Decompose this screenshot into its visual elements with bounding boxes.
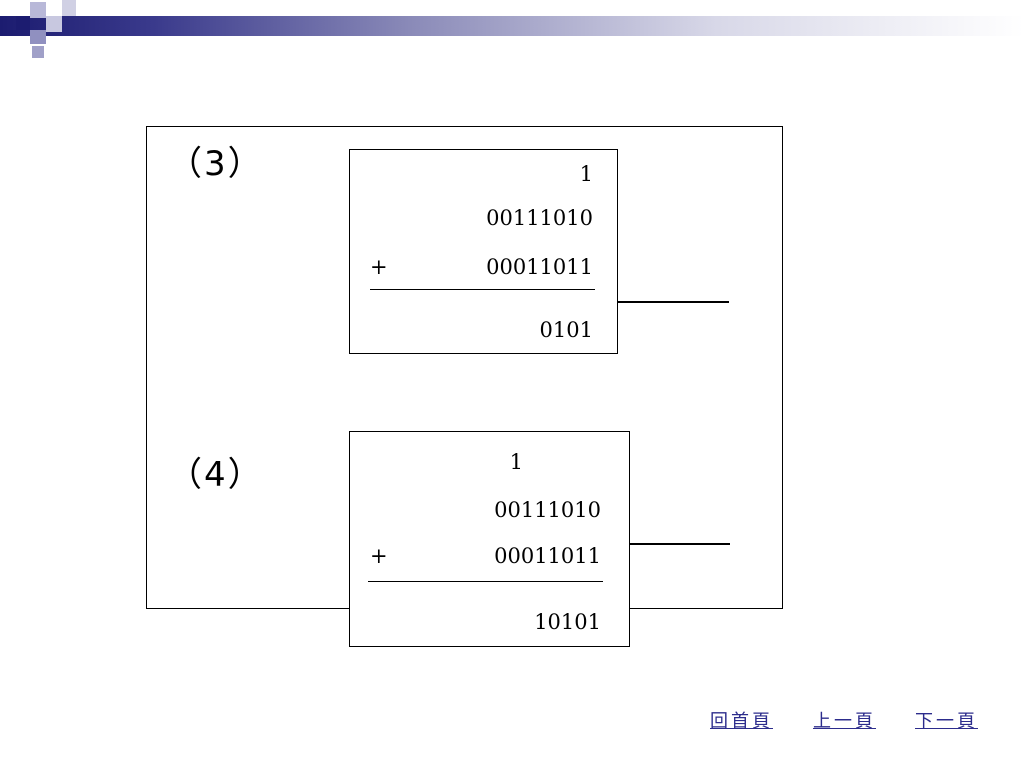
problem-4-calc-box: 1 00111010 + 00011011 10101 (349, 431, 630, 647)
problem-4-label: （4） (168, 455, 264, 495)
result: 10101 (534, 610, 601, 634)
home-link[interactable]: 回首頁 (710, 711, 773, 732)
addend-1: 00111010 (486, 206, 593, 230)
addend-2: 00011011 (486, 255, 593, 279)
header-square-top (62, 0, 76, 16)
plus-sign: + (370, 255, 388, 279)
header-square-dark (16, 16, 30, 30)
problem-3-calc-box: 1 00111010 + 00011011 0101 (349, 149, 618, 354)
sum-rule (368, 581, 603, 582)
carry-digit: 1 (509, 450, 523, 474)
sum-rule (370, 289, 595, 290)
problem-4-answer-line (630, 543, 730, 545)
addend-1: 00111010 (494, 498, 601, 522)
header-square-light-2 (46, 16, 62, 32)
addend-2: 00011011 (494, 544, 601, 568)
problem-3-answer-line (618, 301, 729, 303)
result: 0101 (539, 318, 593, 342)
carry-digit: 1 (579, 162, 593, 186)
prev-page-link[interactable]: 上一頁 (813, 711, 876, 732)
header-square-small (32, 46, 44, 58)
header-square-light-1 (30, 2, 46, 18)
plus-sign: + (370, 544, 388, 568)
problem-3-label: （3） (168, 144, 264, 184)
next-page-link[interactable]: 下一頁 (915, 711, 978, 732)
header-square-mid (30, 30, 46, 44)
header-bar (0, 16, 1024, 36)
